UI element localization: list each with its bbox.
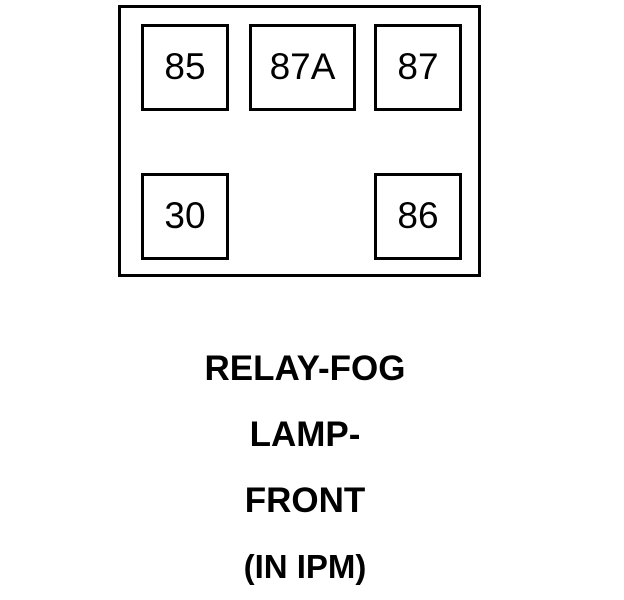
caption-line-2: LAMP- bbox=[249, 415, 361, 454]
pin-label-85: 85 bbox=[164, 46, 206, 87]
pin-terminal-86[interactable]: 86 bbox=[374, 173, 462, 260]
pin-terminal-85[interactable]: 85 bbox=[141, 24, 229, 111]
caption-line-1: RELAY-FOG bbox=[204, 349, 406, 388]
caption-line-3: FRONT bbox=[244, 481, 366, 520]
component-caption: RELAY-FOG LAMP- FRONT (IN IPM) bbox=[0, 336, 610, 600]
pin-terminal-87a[interactable]: 87A bbox=[249, 24, 356, 111]
pin-label-30: 30 bbox=[164, 195, 206, 236]
pin-label-86: 86 bbox=[397, 195, 439, 236]
pin-terminal-30[interactable]: 30 bbox=[141, 173, 229, 260]
pin-terminal-87[interactable]: 87 bbox=[374, 24, 462, 111]
pin-label-87: 87 bbox=[397, 46, 439, 87]
relay-connector-outline: 85 87A 87 30 86 bbox=[118, 5, 481, 277]
pin-label-87a: 87A bbox=[269, 46, 336, 87]
caption-line-4: (IN IPM) bbox=[243, 548, 367, 585]
